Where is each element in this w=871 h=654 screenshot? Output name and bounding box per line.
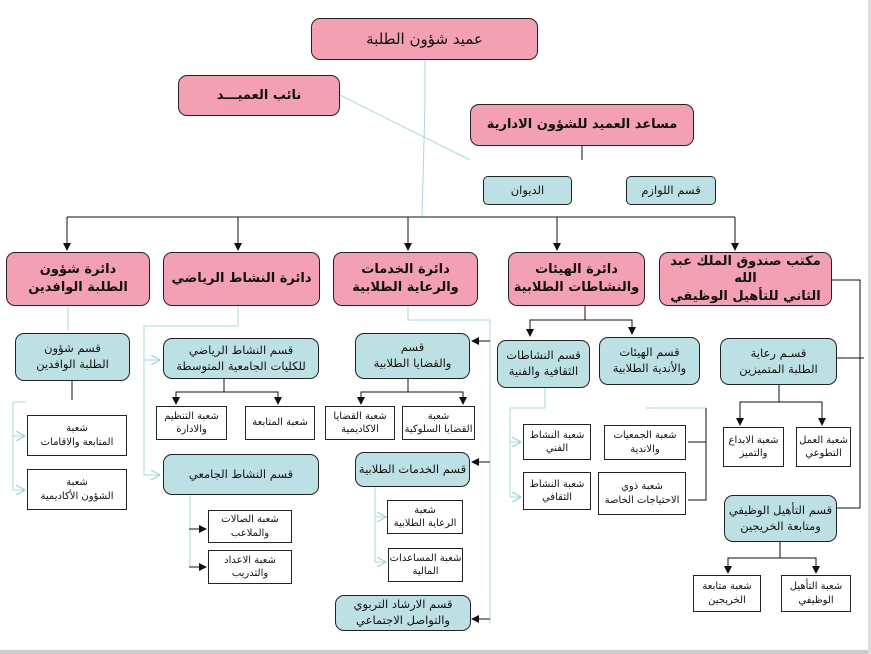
unit-box: شعبة التأهيل الوظيفي [781,575,851,612]
department-box: دائرة شؤون الطلبة الوافدين [6,252,150,306]
unit-box: شعبة ذوي الاحتياجات الخاصة [598,472,686,515]
unit-box: شعبة الاعداد والتدريب [208,550,292,584]
unit-box: شعبة القضايا السلوكية [402,406,475,440]
unit-box: شعبة المتابعة [245,406,315,440]
unit-box: شعبة المتابعة والاقامات [27,415,127,456]
section-box: قسم والقضايا الطلابية [355,333,470,379]
unit-box: شعبة القضايا الاكاديمية [325,406,395,440]
supplies-box: قسم اللوازم [626,176,716,205]
section-box: قسـم رعاية الطلبة المتميزين [720,338,837,385]
unit-box: شعبة الصالات والملاعب [208,510,292,543]
section-box: قسم التأهيل الوظيفي ومتابعة الخريجين [724,495,837,542]
unit-box: شعبة الابداع والتميز [723,427,784,467]
unit-box: شعبة النشاط الثقافي [523,472,591,510]
department-box: دائرة الخدمات والرعاية الطلابية [333,252,478,306]
unit-box: شعبة متابعة الخريجين [693,575,761,612]
deputy-box: نائب العميـــد [178,75,340,116]
section-box: قسم الهيئات والأندية الطلابية [599,337,700,385]
right-border [868,0,871,654]
unit-box: شعبة الشؤون الأكاديمية [27,469,127,510]
department-box: دائرة النشاط الرياضي [163,252,320,306]
unit-box: شعبة النشاط الفني [523,424,591,460]
unit-box: شعبة المساعدات المالية [388,548,463,582]
diwan-box: الديوان [483,176,572,205]
unit-box: شعبة الجمعيات والاندية [604,425,686,460]
section-box: قسم النشاط الرياضي للكليات الجامعية المت… [163,338,319,379]
section-box: قسم الخدمات الطلابية [355,452,470,487]
unit-box: شعبة الرعاية الطلابية [387,500,463,534]
assistant-box: مساعد العميد للشؤون الادارية [470,104,694,146]
unit-box: شعبة التنظيم والادارة [156,406,227,440]
section-box: قسم النشاط الجامعي [163,454,319,495]
department-box: دائرة الهيئات والنشاطات الطلابية [508,252,645,306]
section-box: قسم شؤون الطلبة الوافدين [15,333,130,381]
department-box: مكتب صندوق الملك عبد الله الثاني للتأهيل… [659,252,832,306]
section-box: قسم النشاطات الثقافية والفنية [497,340,590,388]
dean-box: عميد شؤون الطلبة [311,18,538,60]
section-box: قسم الارشاد التربوي والتواصل الاجتماعي [335,595,471,631]
unit-box: شعبة العمل التطوعي [796,427,851,467]
bottom-border [0,650,871,654]
